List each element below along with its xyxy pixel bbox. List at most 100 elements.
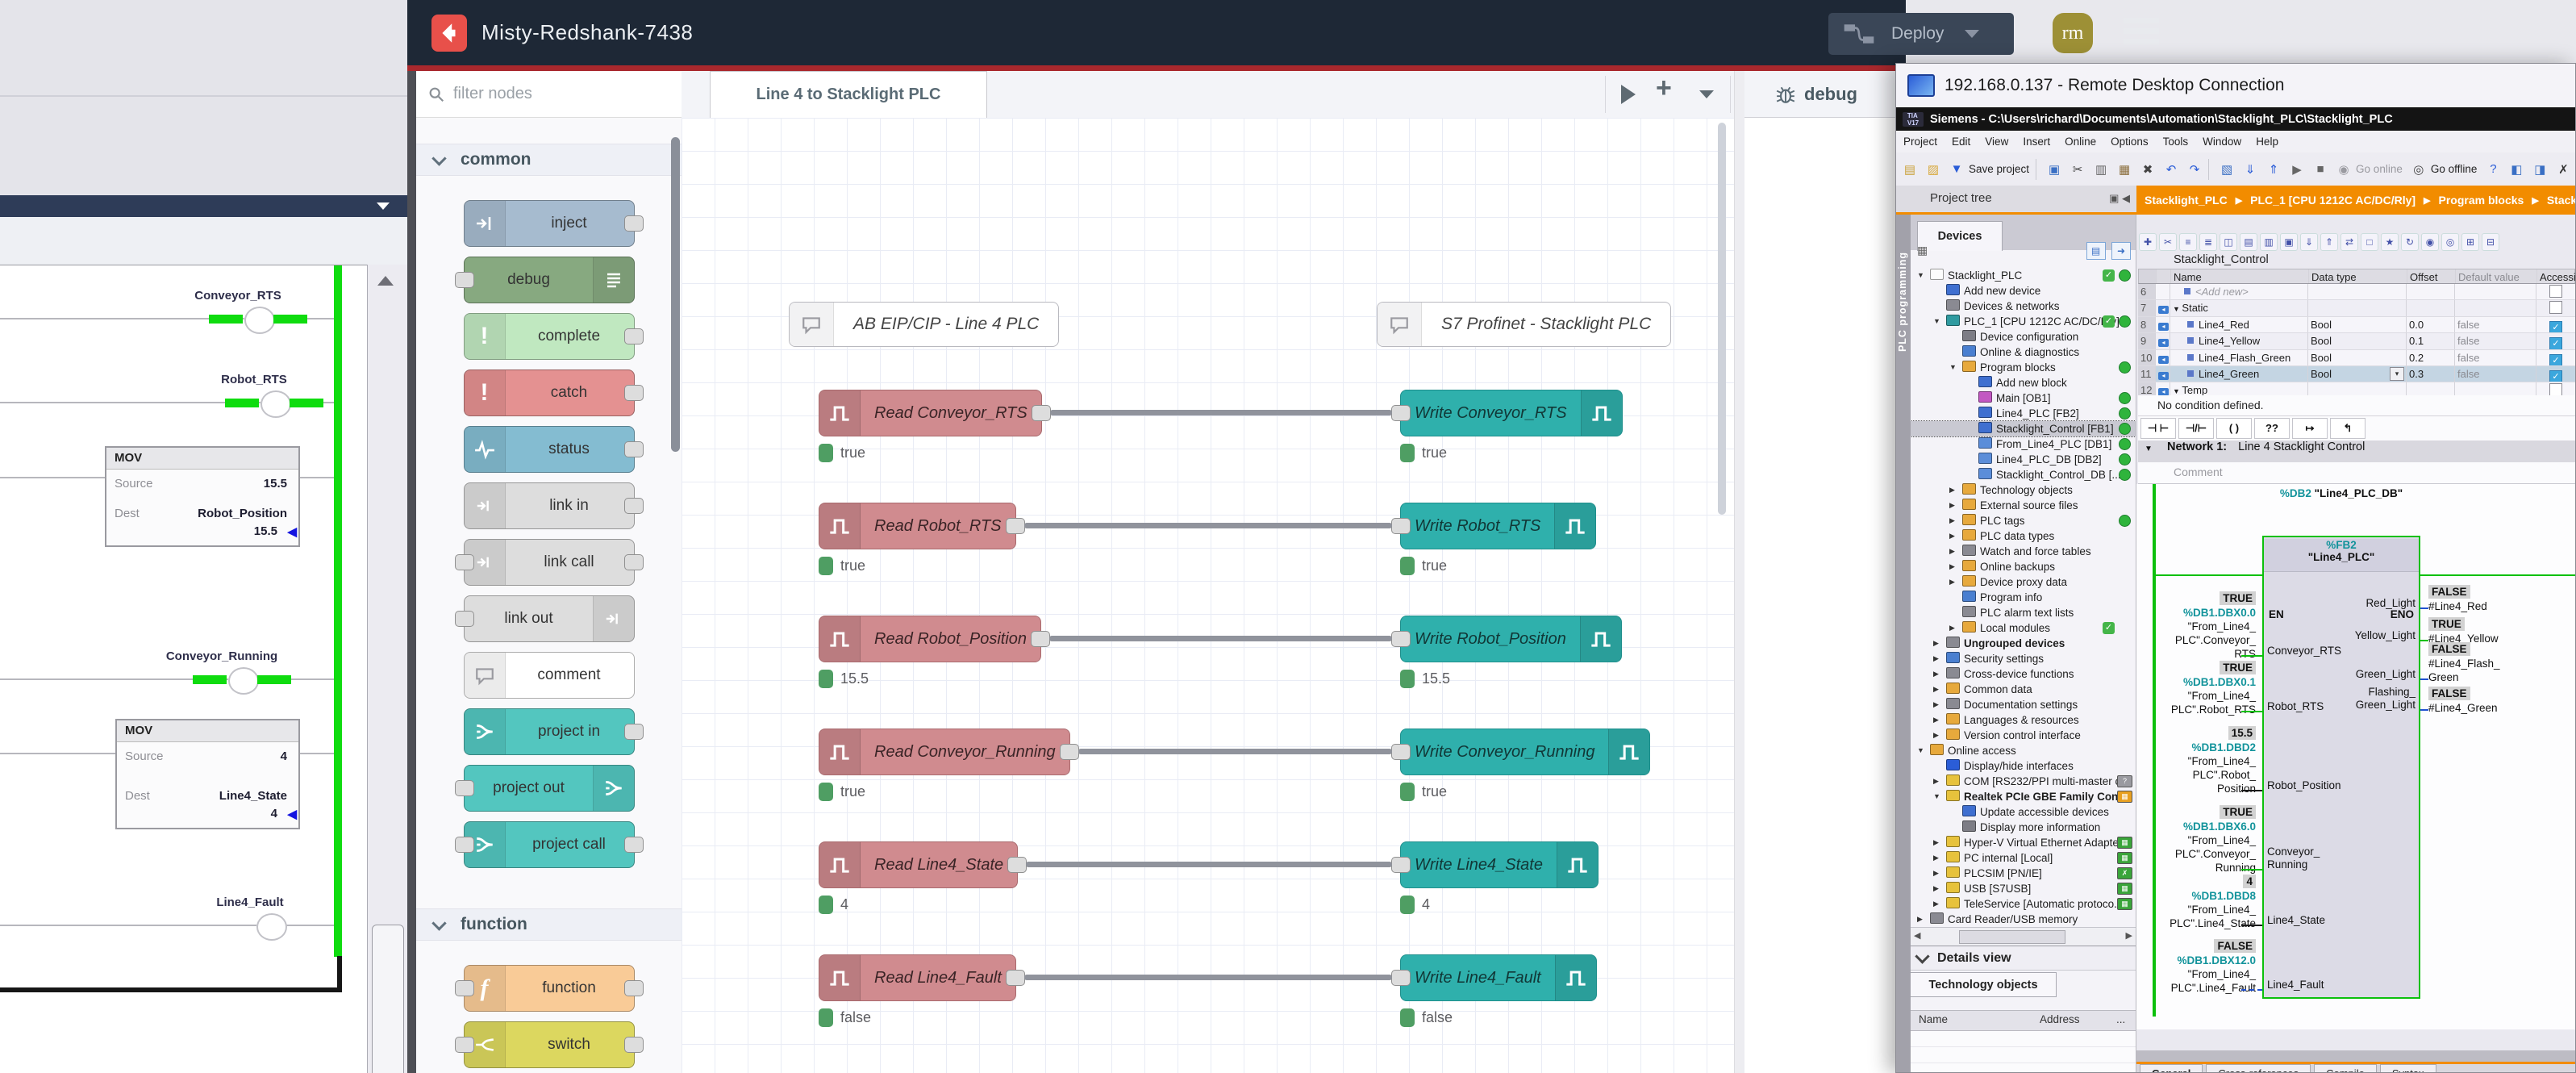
panel-collapse-icons[interactable]: ▣ ◀ [2109, 192, 2130, 205]
canvas-scrollbar[interactable] [1718, 123, 1726, 515]
inspector-tab-syntax[interactable]: Syntax [2380, 1064, 2436, 1072]
tree-item-usb-s7usb-[interactable]: ▶USB [S7USB]▦ [1911, 881, 2136, 896]
breadcrumb-item[interactable]: PLC_1 [CPU 1212C AC/DC/Rly] [2250, 194, 2416, 207]
tree-item-device-proxy-data[interactable]: ▶Device proxy data [1911, 574, 2136, 590]
tree-item-display-hide-interfaces[interactable]: Display/hide interfaces [1911, 758, 2136, 774]
expand-icon[interactable]: ▶ [1933, 850, 1939, 866]
input-port[interactable] [1391, 631, 1411, 647]
expand-icon[interactable]: ▶ [1933, 728, 1939, 743]
tree-item-languages-resources[interactable]: ▶Languages & resources [1911, 712, 2136, 728]
expand-icon[interactable]: ▶ [1949, 620, 1955, 636]
editor-tool-17[interactable]: ⊟ [2482, 233, 2499, 251]
offline-plug-icon[interactable]: ◎ [2409, 160, 2428, 179]
output-port[interactable] [1032, 405, 1051, 421]
tab-technology-objects[interactable]: Technology objects [1911, 972, 2057, 997]
menu-view[interactable]: View [1978, 136, 2015, 148]
table-row-10[interactable]: 10◂Line4_Flash_GreenBool0.2false✓ [2138, 350, 2575, 366]
rdp-titlebar[interactable]: 192.168.0.137 - Remote Desktop Connectio… [1896, 64, 2575, 108]
editor-tool-4[interactable]: ◫ [2220, 233, 2237, 251]
datatype-dropdown-icon[interactable]: ▾ [2390, 367, 2404, 381]
palette-node-function[interactable]: ffunction [464, 965, 635, 1012]
expand-icon[interactable]: ▶ [1933, 881, 1939, 896]
write-node[interactable]: Write Line4_Fault [1400, 954, 1597, 1001]
palette-search[interactable]: filter nodes [416, 71, 682, 118]
rung-tag-Line4_Fault[interactable]: Line4_Fault [173, 896, 327, 909]
menu-edit[interactable]: Edit [1945, 136, 1978, 148]
expand-icon[interactable]: ▶ [1933, 697, 1939, 712]
editor-tool-6[interactable]: ▥ [2260, 233, 2278, 251]
inspector-tab-cross-references[interactable]: Cross-references [2206, 1064, 2311, 1072]
tree-item-online-backups[interactable]: ▶Online backups [1911, 559, 2136, 574]
editor-tool-12[interactable]: ★ [2381, 233, 2399, 251]
palette-node-link-call[interactable]: link call [464, 539, 635, 586]
expand-icon[interactable]: ▶ [1933, 774, 1939, 789]
input-port[interactable] [455, 837, 474, 853]
input-port[interactable] [1391, 405, 1411, 421]
scrollbar-thumb[interactable] [1959, 930, 2065, 944]
coil-symbol[interactable] [228, 667, 259, 695]
table-row-8[interactable]: 8◂Line4_RedBool0.0false✓ [2138, 317, 2575, 333]
debug-sidebar-header[interactable]: debug [1744, 71, 1906, 118]
input-port[interactable] [1391, 970, 1411, 986]
checkbox-empty[interactable] [2549, 383, 2562, 396]
mov-instruction[interactable]: MOVSource15.5DestRobot_Position15.5◀ [105, 446, 300, 547]
collapse-icon[interactable]: ▼ [2145, 445, 2153, 453]
expand-icon[interactable]: ▶ [1949, 544, 1955, 559]
editor-tool-7[interactable]: ▣ [2280, 233, 2298, 251]
menu-options[interactable]: Options [2103, 136, 2156, 148]
menu-help[interactable]: Help [2249, 136, 2286, 148]
lad-tool-0[interactable]: ⊣ ⊢ [2140, 418, 2176, 439]
wire[interactable] [1026, 862, 1392, 867]
tree-item-cross-device-functions[interactable]: ▶Cross-device functions [1911, 666, 2136, 682]
output-port[interactable] [624, 328, 644, 344]
tree-item-technology-objects[interactable]: ▶Technology objects [1911, 482, 2136, 498]
save-icon[interactable]: ▼ [1947, 160, 1966, 179]
network-header[interactable]: ▼ Network 1: Line 4 Stacklight Control [2138, 440, 2575, 463]
collapse-icon[interactable]: ▼ [1933, 789, 1940, 804]
lad-tool-4[interactable]: ↦ [2292, 418, 2328, 439]
expand-icon[interactable]: ▶ [1949, 513, 1955, 528]
palette-node-link-out[interactable]: link out [464, 595, 635, 642]
editor-tool-16[interactable]: ⊞ [2461, 233, 2479, 251]
palette-node-link-in[interactable]: link in [464, 482, 635, 529]
expand-icon[interactable]: ▶ [1949, 574, 1955, 590]
output-port[interactable] [624, 1037, 644, 1053]
tree-item-hyper-v-virtual-ethernet-adapter[interactable]: ▶Hyper-V Virtual Ethernet Adapter▦ [1911, 835, 2136, 850]
table-row-6[interactable]: 6<Add new> [2138, 284, 2575, 300]
editor-tool-8[interactable]: ⇓ [2300, 233, 2318, 251]
wire[interactable] [1049, 636, 1392, 641]
tree-h-scrollbar[interactable]: ◀ ▶ [1911, 927, 2136, 946]
editor-tool-14[interactable]: ◉ [2421, 233, 2439, 251]
palette-node-complete[interactable]: !complete [464, 313, 635, 360]
menu-window[interactable]: Window [2195, 136, 2249, 148]
palette-node-comment[interactable]: comment [464, 652, 635, 699]
open-editor-icon[interactable]: ➜ [2111, 242, 2131, 260]
tree-item-main-ob1-[interactable]: Main [OB1] [1911, 390, 2136, 406]
paste-icon[interactable]: ▦ [2115, 160, 2134, 179]
tree-item-com-rs232-ppi-multi-master-c-[interactable]: ▶COM [RS232/PPI multi-master c...? [1911, 774, 2136, 789]
tree-item-documentation-settings[interactable]: ▶Documentation settings [1911, 697, 2136, 712]
tree-item-stacklight-control-db-[interactable]: Stacklight_Control_DB [... [1911, 467, 2136, 482]
read-node[interactable]: Read Line4_Fault [819, 954, 1016, 1001]
checkbox-empty[interactable] [2549, 301, 2562, 314]
palette-node-catch[interactable]: !catch [464, 369, 635, 416]
tree-item-program-info[interactable]: Program info [1911, 590, 2136, 605]
expand-icon[interactable]: ▶ [1933, 866, 1939, 881]
expand-icon[interactable]: ▶ [1933, 666, 1939, 682]
input-port[interactable] [1391, 518, 1411, 534]
ladder-titlebar[interactable] [0, 195, 407, 217]
side-tab-plc-programming[interactable]: PLC programming [1896, 215, 1911, 1072]
collapse-icon[interactable]: ▼ [1933, 314, 1940, 329]
editor-tool-3[interactable]: ≣ [2199, 233, 2217, 251]
ladder-scrollbar[interactable] [367, 265, 408, 1073]
output-port[interactable] [624, 385, 644, 401]
wire[interactable] [1078, 749, 1392, 754]
breadcrumb-item[interactable]: Program blocks [2439, 194, 2524, 207]
output-port[interactable] [1031, 631, 1050, 647]
editor-tool-15[interactable]: ◎ [2441, 233, 2459, 251]
input-port[interactable] [455, 980, 474, 996]
output-port[interactable] [624, 724, 644, 740]
lad-input-Line4_State[interactable]: 4%DB1.DBD8"From_Line4_ PLC".Line4_State [2170, 875, 2256, 930]
tree-item-pc-internal-local-[interactable]: ▶PC internal [Local]▦ [1911, 850, 2136, 866]
palette-node-status[interactable]: status [464, 426, 635, 473]
